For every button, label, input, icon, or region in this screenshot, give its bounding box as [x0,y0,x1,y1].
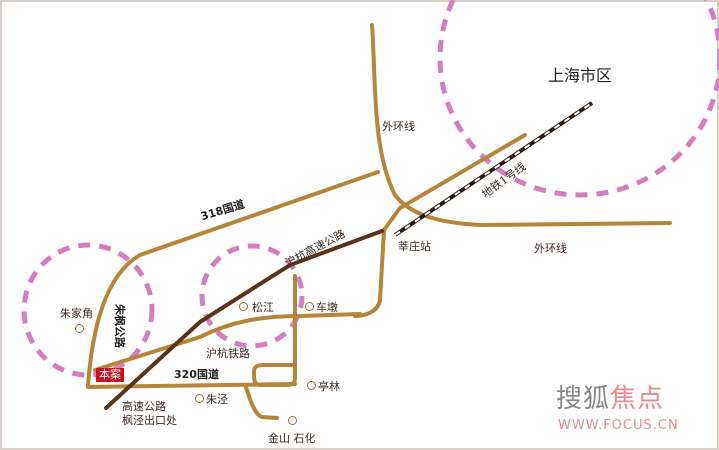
metro-line-1 [393,101,594,237]
hh-expressway [104,229,384,410]
label-exit-line1: 高速公路 [122,400,166,413]
watermark-url: WWW.FOCUS.CN [558,418,679,433]
label-shanghai: 上海市区 [548,66,613,85]
hh-railway [93,312,362,372]
shanghai-zone [437,0,719,198]
marker-jinshan [288,416,297,425]
marker-chedun [305,302,314,311]
outer-ring-road [370,23,672,228]
marker-songjiang [239,302,248,311]
label-zhufeng: 朱枫公路 [113,304,126,348]
label-jinshan: 金山 石化 [268,432,316,445]
project-marker: 本案 [96,368,124,382]
jinshan-road [244,385,279,420]
marker-tinglin [307,381,316,390]
label-outer-ring-south: 外环线 [534,242,567,255]
watermark-brand-gray: 搜狐 [556,384,611,414]
watermark-logo: 搜狐焦点 [556,378,664,415]
label-hh-railway: 沪杭铁路 [206,347,250,360]
xinzhuang-road [382,133,527,232]
label-zhujing: 朱泾 [206,393,228,406]
label-zhujiajiao: 朱家角 [60,307,93,320]
label-outer-ring-north: 外环线 [382,120,415,133]
label-chedun: 车墩 [316,301,338,314]
xinzhuang-south-road [353,228,386,318]
label-songjiang: 松江 [252,301,274,314]
marker-zhujing [195,394,204,403]
marker-zhujiajiao [75,324,84,333]
songjiang-zone [199,243,305,349]
label-tinglin: 亭林 [318,380,340,393]
zhujiajiao-zone [21,242,155,378]
watermark-brand-pink: 焦点 [610,384,665,414]
label-g320: 320国道 [174,368,219,381]
label-exit-line2: 枫泾出口处 [122,414,177,427]
label-xinzhuang: 莘庄站 [398,240,431,253]
metro-line-1-dash [394,102,593,236]
g318-road [86,170,380,388]
g320-loop [251,274,297,387]
